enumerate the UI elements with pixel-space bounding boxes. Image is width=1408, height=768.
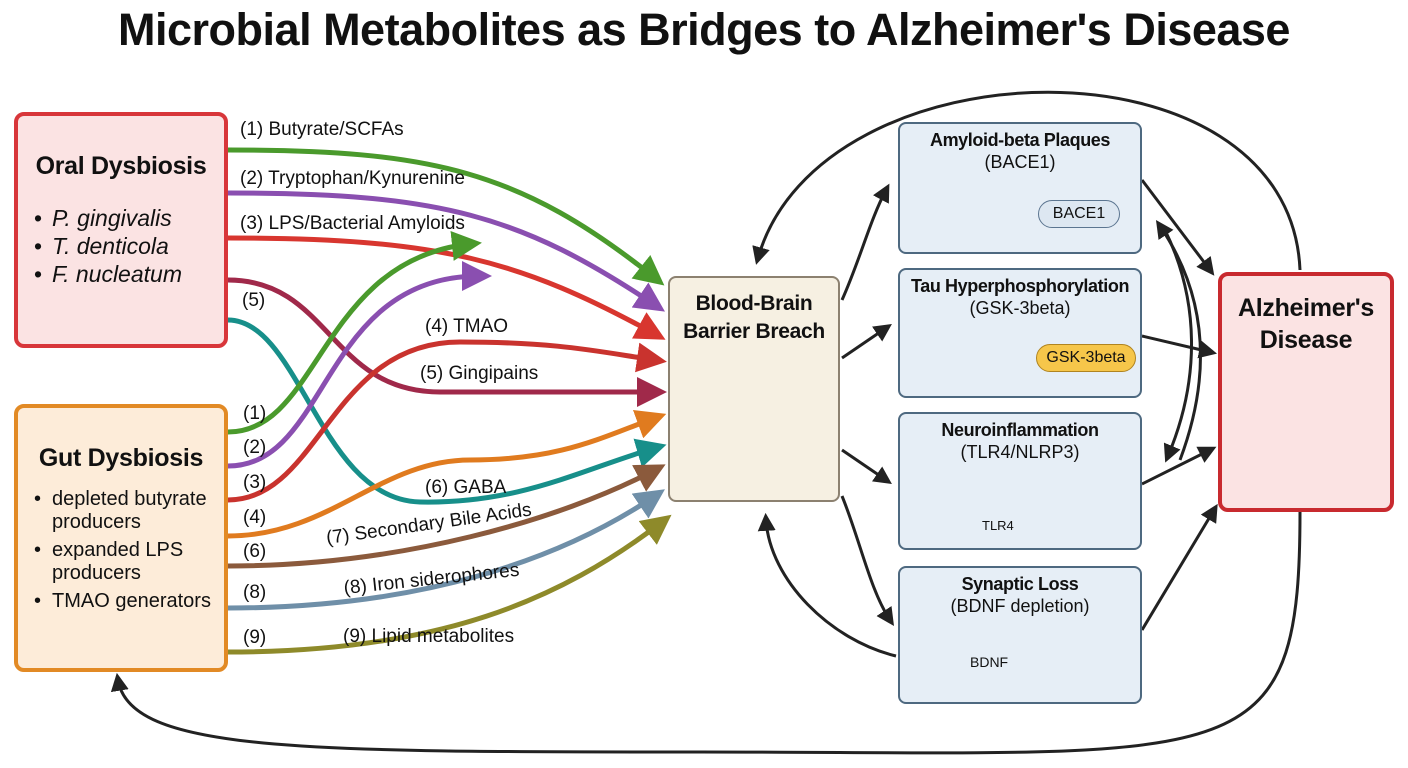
arrow-ad-loop-top — [752, 90, 1302, 271]
synaptic-title: Synaptic Loss — [961, 574, 1079, 594]
metabolite-arrows — [227, 147, 672, 655]
list-item: P. gingivalis — [34, 204, 182, 232]
arrow-tau-to-ad — [1141, 334, 1218, 359]
arrow-tmao — [227, 339, 667, 503]
list-item: depleted butyrate producers — [34, 488, 214, 534]
label-gut-8: (8) — [243, 582, 267, 603]
list-item: T. denticola — [34, 232, 182, 260]
label-gingipains: (5) Gingipains — [420, 363, 539, 384]
label-gut-1: (1) — [243, 403, 267, 424]
tau-title: Tau Hyperphosphorylation — [910, 276, 1130, 296]
gut-dysbiosis-box: Gut Dysbiosis depleted butyrate producer… — [14, 404, 228, 672]
label-butyrate: (1) Butyrate/SCFAs — [240, 119, 404, 140]
label-gut-4: (4) — [243, 507, 267, 528]
list-item: TMAO generators — [34, 590, 214, 613]
arrow-synaptic-to-bbb — [757, 512, 897, 658]
arrow-lipid — [227, 514, 672, 655]
bbb-title: Blood-Brain Barrier Breach — [670, 290, 838, 346]
bdnf-tag: BDNF — [970, 654, 1009, 670]
label-gut-9: (9) — [243, 627, 267, 648]
bbb-title-line2: Barrier Breach — [683, 320, 825, 343]
arrow-bile — [227, 464, 666, 569]
arrow-ad-loop-bottom — [110, 511, 1302, 755]
label-gaba: (6) GABA — [425, 477, 507, 498]
arrow-gaba — [227, 317, 667, 505]
neuroinflammation-subtitle: (TLR4/NLRP3) — [960, 442, 1080, 462]
tlr4-tag: TLR4 — [982, 518, 1014, 533]
oral-dysbiosis-box: Oral Dysbiosis P. gingivalis T. denticol… — [14, 112, 228, 348]
arrow-synaptic-to-ad — [1140, 503, 1218, 631]
neuroinflammation-title: Neuroinflammation — [941, 420, 1099, 440]
label-tmao: (4) TMAO — [425, 316, 509, 337]
oral-dysbiosis-title: Oral Dysbiosis — [35, 152, 207, 180]
arrow-gingipains — [227, 277, 667, 407]
arrow-iron — [227, 489, 665, 611]
arrow-butyrate-oral — [227, 147, 665, 286]
amyloid-plaques-box: Amyloid-beta Plaques (BACE1) BACE1 — [898, 122, 1142, 254]
label-gut-6: (6) — [243, 541, 267, 562]
synaptic-loss-box: Synaptic Loss (BDNF depletion) BDNF — [898, 566, 1142, 704]
label-lps: (3) LPS/Bacterial Amyloids — [240, 213, 465, 234]
oral-species-list: P. gingivalis T. denticola F. nucleatum — [34, 204, 182, 288]
bace1-tag: BACE1 — [1038, 200, 1120, 228]
alzheimers-title: Alzheimer's Disease — [1222, 292, 1390, 356]
arrow-tryptophan-oral — [227, 190, 665, 312]
list-item: F. nucleatum — [34, 260, 182, 288]
arrow-amyloid-to-ad — [1140, 179, 1215, 276]
pathology-arrows — [110, 90, 1302, 755]
alzheimers-title-line1: Alzheimer's — [1237, 294, 1375, 322]
arrow-amyloid-neuro-bi — [1162, 227, 1193, 463]
arrow-tryptophan-gut — [227, 261, 492, 469]
arrow-bbb-to-tau — [841, 323, 892, 360]
synaptic-subtitle: (BDNF depletion) — [950, 596, 1090, 616]
arrow-lps-gut — [227, 410, 667, 539]
label-gut-3: (3) — [243, 472, 267, 493]
gut-dysbiosis-title: Gut Dysbiosis — [38, 444, 204, 472]
label-oral-5: (5) — [242, 290, 266, 311]
amyloid-title: Amyloid-beta Plaques — [929, 130, 1111, 150]
alzheimers-title-line2: Disease — [1259, 326, 1353, 354]
arrow-bbb-to-amyloid — [840, 183, 890, 301]
label-lipid: (9) Lipid metabolites — [343, 626, 515, 647]
arrow-butyrate-gut — [227, 231, 482, 435]
bbb-title-line1: Blood-Brain — [695, 292, 813, 315]
amyloid-subtitle: (BACE1) — [984, 152, 1056, 172]
arrow-bbb-to-neuroinfl — [841, 448, 892, 485]
list-item: expanded LPS producers — [34, 539, 214, 585]
gut-changes-list: depleted butyrate producers expanded LPS… — [34, 488, 214, 618]
tau-subtitle: (GSK-3beta) — [969, 298, 1071, 318]
page-title: Microbial Metabolites as Bridges to Alzh… — [118, 4, 1290, 55]
arrow-bbb-to-synaptic — [840, 495, 894, 626]
alzheimers-disease-box: Alzheimer's Disease — [1218, 272, 1394, 512]
label-tryptophan: (2) Tryptophan/Kynurenine — [240, 168, 465, 189]
bbb-breach-box: Blood-Brain Barrier Breach — [668, 276, 840, 502]
tau-box: Tau Hyperphosphorylation (GSK-3beta) GSK… — [898, 268, 1142, 398]
gsk3beta-tag: GSK-3beta — [1036, 344, 1136, 372]
neuroinflammation-box: Neuroinflammation (TLR4/NLRP3) TLR4 — [898, 412, 1142, 550]
label-gut-2: (2) — [243, 437, 267, 458]
arrow-neuroinfl-to-ad — [1141, 446, 1217, 486]
